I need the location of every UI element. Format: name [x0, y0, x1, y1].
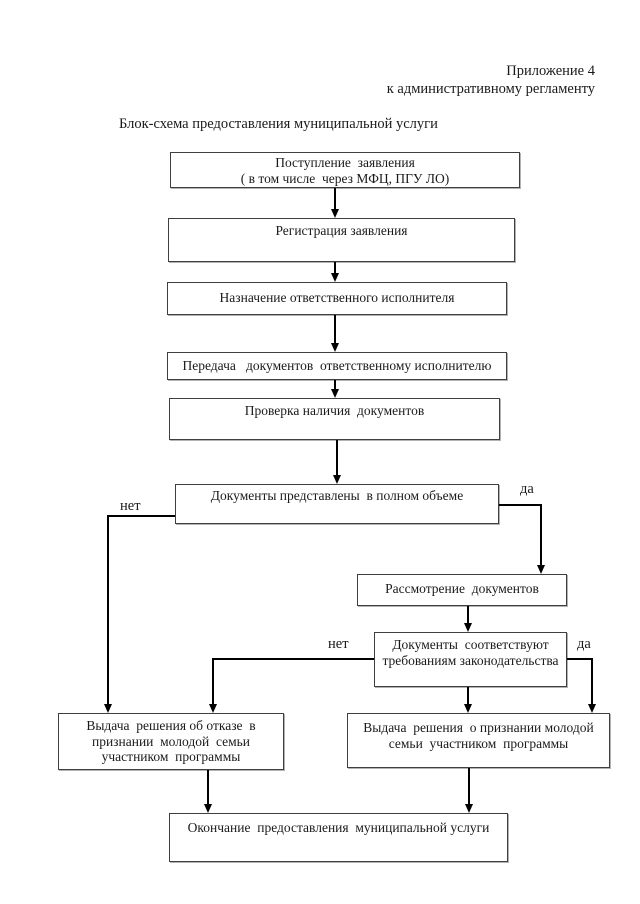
flow-node-review-documents: Рассмотрение документов: [357, 574, 567, 606]
connector-refuse-end: [207, 770, 209, 804]
arrowhead-down-icon: [331, 209, 339, 218]
edge-label-comply-yes: да: [577, 636, 591, 652]
connector-complete-no-v: [107, 515, 109, 704]
arrowhead-down-icon: [331, 389, 339, 398]
flow-node-registration: Регистрация заявления: [168, 218, 515, 262]
connector-register-assign: [334, 262, 336, 273]
connector-complete-no-h: [108, 515, 175, 517]
arrowhead-down-icon: [537, 565, 545, 574]
connector-review-comply: [467, 606, 469, 623]
arrowhead-down-icon: [104, 704, 112, 713]
arrowhead-down-icon: [464, 623, 472, 632]
flow-node-assign-executor: Назначение ответственного исполнителя: [167, 282, 507, 315]
appendix-header: Приложение 4 к административному регламе…: [265, 62, 595, 98]
connector-comply-approve: [467, 687, 469, 704]
arrowhead-down-icon: [465, 804, 473, 813]
connector-complete-yes-h: [499, 504, 541, 506]
edge-label-comply-no: нет: [328, 636, 349, 652]
connector-comply-no-v: [212, 658, 214, 704]
flow-node-decision-documents-complete: Документы представлены в полном объеме: [175, 484, 499, 524]
connector-start-register: [334, 188, 336, 209]
connector-comply-no-h: [213, 658, 374, 660]
arrowhead-down-icon: [464, 704, 472, 713]
flow-node-end-of-service: Окончание предоставления муниципальной у…: [169, 813, 508, 862]
connector-transfer-check: [334, 380, 336, 389]
flow-node-transfer-documents: Передача документов ответственному испол…: [167, 352, 507, 380]
flow-node-decision-documents-comply: Документы соответствуют требованиям зако…: [374, 632, 567, 687]
connector-comply-yes-h: [567, 658, 592, 660]
connector-comply-yes-v: [591, 658, 593, 704]
arrowhead-down-icon: [331, 343, 339, 352]
arrowhead-down-icon: [588, 704, 596, 713]
flow-node-refusal-decision: Выдача решения об отказе в признании мол…: [58, 713, 284, 770]
connector-assign-transfer: [334, 315, 336, 343]
appendix-line-1: Приложение 4: [506, 63, 595, 79]
connector-complete-yes-v: [540, 504, 542, 565]
flow-node-check-documents: Проверка наличия документов: [169, 398, 500, 440]
connector-approve-end: [468, 768, 470, 804]
arrowhead-down-icon: [331, 273, 339, 282]
arrowhead-down-icon: [204, 804, 212, 813]
arrowhead-down-icon: [333, 475, 341, 484]
appendix-line-2: к административному регламенту: [386, 81, 595, 97]
flow-node-application-received: Поступление заявления ( в том числе чере…: [170, 152, 520, 188]
diagram-title: Блок-схема предоставления муниципальной …: [119, 116, 438, 132]
arrowhead-down-icon: [209, 704, 217, 713]
edge-label-complete-no: нет: [120, 498, 141, 514]
flow-node-approval-decision: Выдача решения о признании молодой семьи…: [347, 713, 610, 768]
edge-label-complete-yes: да: [520, 481, 534, 497]
connector-check-complete: [336, 440, 338, 475]
